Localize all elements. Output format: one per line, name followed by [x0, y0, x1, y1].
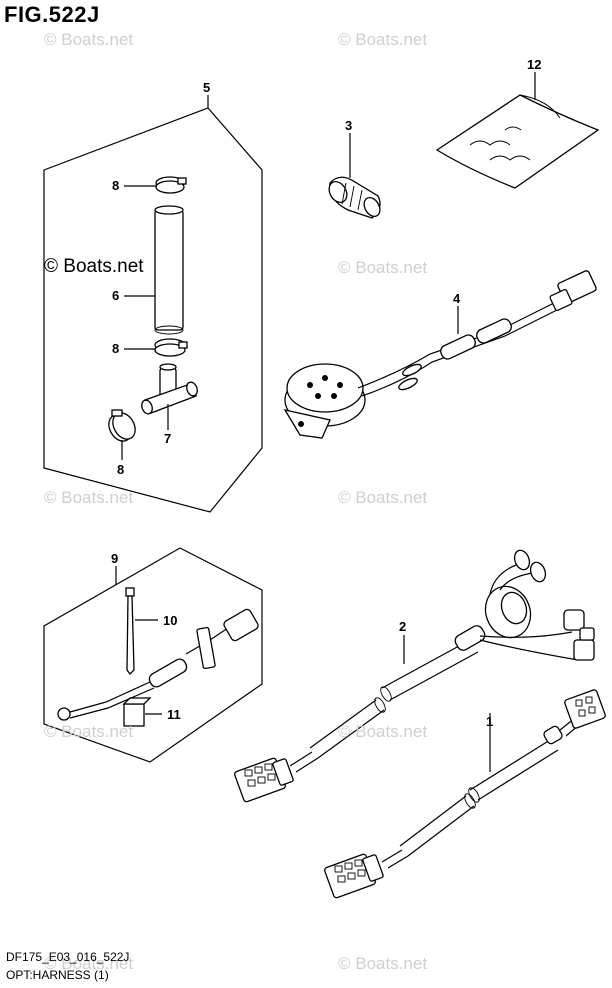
- watermark: © Boats.net: [44, 30, 134, 49]
- callout-5: 5: [203, 80, 210, 95]
- part-2-harness[interactable]: [234, 548, 595, 803]
- part-8-clamp-bottom[interactable]: [104, 409, 139, 460]
- watermark: © Boats.net: [44, 722, 134, 741]
- callout-4: 4: [453, 291, 461, 306]
- figure-code: DF175_E03_016_522J: [6, 950, 130, 964]
- connector-pins-1a: [575, 696, 596, 717]
- part-8-clamp-top[interactable]: [124, 176, 187, 194]
- watermark: © Boats.net: [44, 488, 134, 507]
- watermark: © Boats.net: [338, 954, 428, 973]
- watermark: © Boats.net: [338, 488, 428, 507]
- callout-6: 6: [112, 288, 119, 303]
- part-11-clip[interactable]: [122, 697, 162, 727]
- part-10-cable-tie[interactable]: [125, 587, 158, 675]
- callout-12: 12: [527, 57, 541, 72]
- callout-2: 2: [399, 619, 406, 634]
- callout-8-top: 8: [112, 178, 119, 193]
- part-4-buzzer-harness[interactable]: [283, 270, 597, 439]
- watermark: © Boats.net: [338, 258, 428, 277]
- figure-caption: OPT:HARNESS (1): [6, 968, 109, 982]
- watermark: © Boats.net: [338, 722, 428, 741]
- callout-7: 7: [164, 431, 171, 446]
- figure-title: FIG.522J: [4, 2, 100, 27]
- connector-pins-2: [244, 763, 276, 787]
- callout-11: 11: [167, 707, 181, 722]
- connector-pins-1b: [334, 859, 366, 883]
- part-7-joint[interactable]: [140, 363, 199, 430]
- callout-8-middle: 8: [112, 341, 119, 356]
- callout-8-bottom: 8: [117, 462, 124, 477]
- part-3-plug[interactable]: [326, 133, 383, 219]
- part-8-clamp-middle[interactable]: [124, 338, 188, 357]
- watermark: © Boats.net: [44, 954, 134, 973]
- part-1-harness[interactable]: [324, 689, 606, 899]
- callout-9: 9: [111, 551, 118, 566]
- callout-1: 1: [486, 714, 493, 729]
- watermark-dark: © Boats.net: [44, 256, 144, 277]
- kit-box-5: [43, 95, 263, 513]
- part-12-bag[interactable]: [435, 72, 600, 189]
- part-6-hose[interactable]: [124, 205, 184, 335]
- callout-10: 10: [163, 613, 177, 628]
- watermark: © Boats.net: [338, 30, 428, 49]
- kit-box-9: [43, 547, 263, 763]
- callout-3: 3: [345, 118, 352, 133]
- ground-cable[interactable]: [57, 608, 259, 721]
